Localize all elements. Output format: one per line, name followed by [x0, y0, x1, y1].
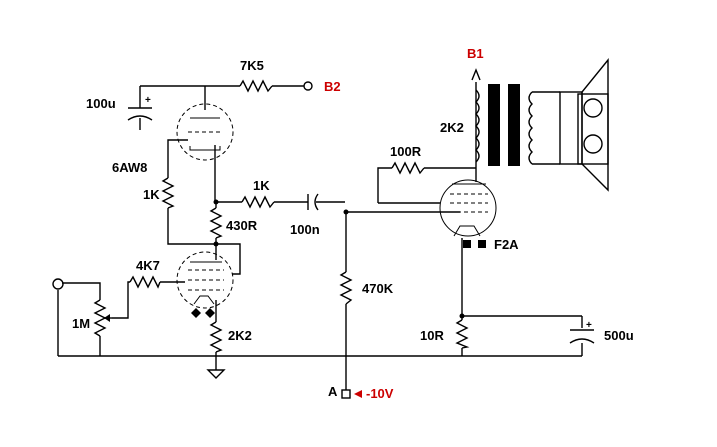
label-100u: 100u	[86, 96, 116, 111]
label-470k: 470K	[362, 281, 394, 296]
label-1k-left: 1K	[143, 187, 160, 202]
capacitor-100n	[307, 193, 319, 211]
label-point-a: A	[328, 384, 338, 399]
label-100n: 100n	[290, 222, 320, 237]
label-100r: 100R	[390, 144, 422, 159]
potentiometer-1m	[93, 299, 112, 337]
resistor-2k2-cathode	[209, 321, 223, 353]
label-7k5: 7K5	[240, 58, 264, 73]
tube-f2a	[439, 179, 497, 237]
arrow-b1	[471, 68, 481, 81]
svg-text:+: +	[145, 95, 151, 106]
input-jack	[52, 278, 64, 290]
arrow-neg-10v	[354, 390, 362, 398]
node-dot	[213, 241, 219, 247]
label-f2a: F2A	[494, 237, 519, 252]
speaker-icon	[559, 58, 609, 192]
label-4k7: 4K7	[136, 258, 160, 273]
capacitor-500u: +	[569, 320, 595, 344]
label-6aw8: 6AW8	[112, 160, 147, 175]
label-b2: B2	[324, 79, 341, 94]
label-1m: 1M	[72, 316, 90, 331]
resistor-4k7	[129, 275, 161, 289]
label-xfmr-2k2: 2K2	[440, 120, 464, 135]
resistor-10r	[455, 319, 470, 349]
label-10r: 10R	[420, 328, 444, 343]
tube-6aw8-pentode	[176, 251, 234, 309]
node-dot	[343, 209, 349, 215]
svg-text:+: +	[586, 320, 592, 331]
resistor-470k	[339, 271, 353, 305]
label-b1: B1	[467, 46, 484, 61]
node-dot	[459, 313, 465, 319]
capacitor-100u: +	[127, 95, 153, 121]
resistor-100r	[391, 161, 425, 175]
heater-pins-f2a	[463, 240, 486, 248]
heater-pins-6aw8	[191, 308, 215, 318]
label-2k2-cathode: 2K2	[228, 328, 252, 343]
label-430r: 430R	[226, 218, 258, 233]
terminal-a	[341, 389, 351, 399]
label-500u: 500u	[604, 328, 634, 343]
label-1k-top: 1K	[253, 178, 270, 193]
resistor-1k-top	[241, 195, 275, 209]
terminal-b2	[303, 81, 313, 91]
output-transformer	[475, 84, 533, 166]
tube-6aw8-triode	[176, 103, 234, 161]
resistor-7k5	[239, 79, 273, 93]
wiring	[57, 82, 583, 390]
resistor-1k-left	[161, 177, 175, 209]
resistor-430r	[209, 207, 223, 239]
node-dot	[213, 199, 219, 205]
label-neg-10v: -10V	[366, 386, 394, 401]
